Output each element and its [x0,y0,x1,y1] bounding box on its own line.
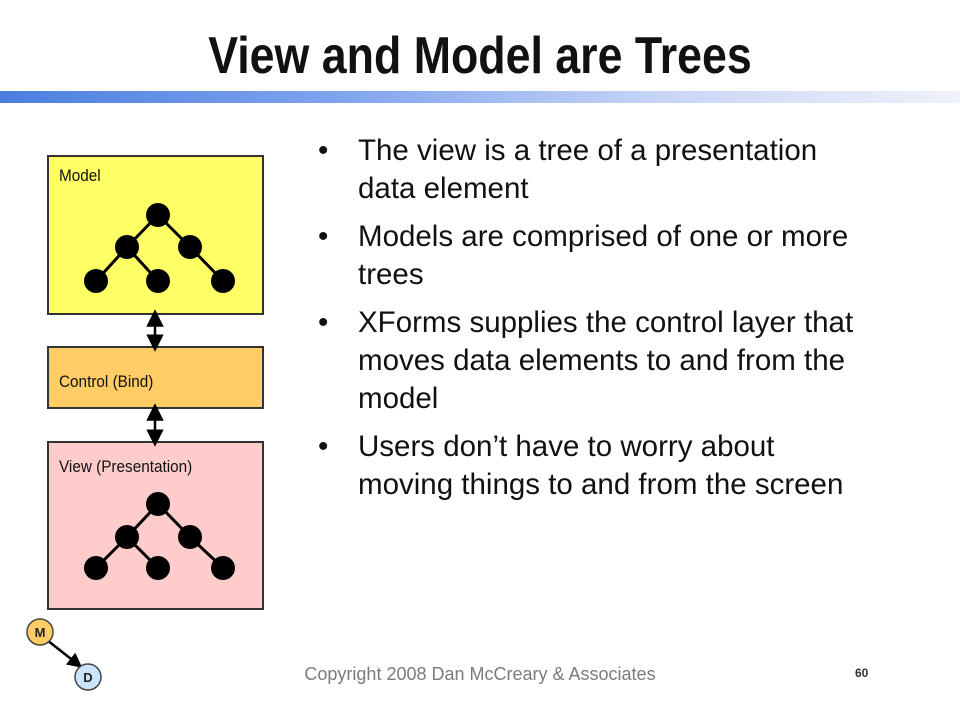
md-logo-arrow [46,639,83,668]
view-tree-node [178,525,202,549]
control-label: Control (Bind) [59,372,154,391]
md-logo: M D [26,618,102,691]
md-logo-d-letter: D [83,670,92,685]
view-tree-node [146,492,170,516]
bullet-list: The view is a tree of a presentation dat… [318,132,858,514]
view-tree-node [84,556,108,580]
model-tree-node [178,235,202,259]
bullet-item: XForms supplies the control layer that m… [318,304,858,418]
footer-copyright: Copyright 2008 Dan McCreary & Associates [304,664,656,684]
bullet-item: Models are comprised of one or more tree… [318,218,858,294]
model-tree [84,203,235,293]
bullet-item: The view is a tree of a presentation dat… [318,132,858,208]
model-label: Model [59,166,101,185]
view-tree-node [211,556,235,580]
view-label: View (Presentation) [59,457,193,476]
model-tree-node [84,269,108,293]
model-tree-node [146,203,170,227]
md-logo-m-circle [26,618,54,646]
page-number: 60 [855,666,869,680]
model-tree-node [146,269,170,293]
bullet-item: Users don’t have to worry about moving t… [318,428,858,504]
view-tree [84,492,235,580]
title-underline-bar [0,91,960,103]
model-tree-node [211,269,235,293]
md-logo-d-circle [74,663,102,691]
view-box: View (Presentation) [47,441,264,610]
view-tree-node [146,556,170,580]
view-tree-node [115,525,139,549]
md-logo-m-letter: M [35,625,46,640]
slide-title: View and Model are Trees [208,27,752,85]
model-tree-node [115,235,139,259]
